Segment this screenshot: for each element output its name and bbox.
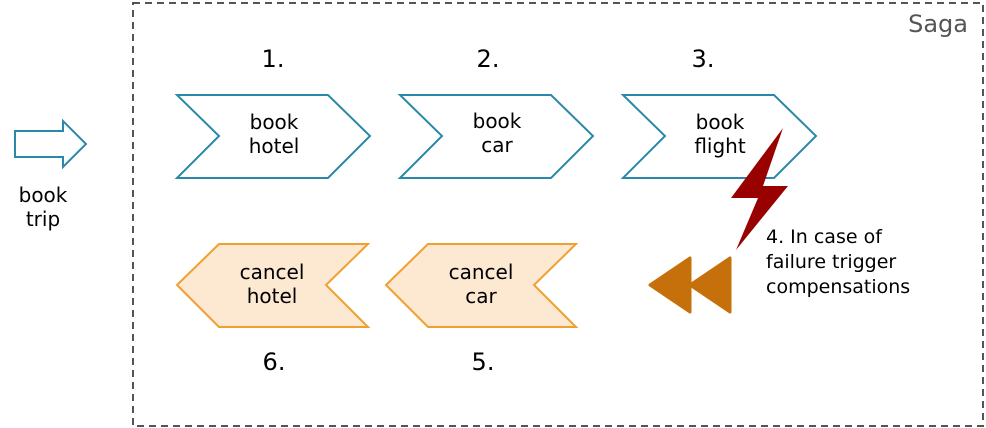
compensation-cancel-hotel	[175, 243, 371, 328]
step-label-line1: book	[249, 110, 299, 134]
compensation-label-line2: hotel	[246, 284, 298, 308]
step-number-3: 3.	[691, 45, 715, 73]
step-book-hotel	[174, 94, 372, 179]
compensation-label-cancel-hotel: cancel hotel	[227, 260, 317, 308]
failure-note: 4. In case of failure trigger compensati…	[766, 225, 910, 300]
step-number-2: 2.	[476, 45, 500, 73]
saga-title: Saga	[908, 10, 968, 38]
compensation-label-line1: cancel	[239, 260, 305, 284]
step-number-5: 5.	[471, 348, 495, 376]
rewind-icon	[648, 256, 732, 314]
entry-label-line2: trip	[25, 207, 61, 231]
step-label-book-car: book car	[457, 109, 537, 157]
compensation-label-cancel-car: cancel car	[436, 260, 526, 308]
entry-label: book trip	[13, 183, 73, 231]
step-label-line2: flight	[694, 134, 746, 158]
step-label-line1: book	[472, 109, 522, 133]
lightning-icon	[731, 128, 788, 250]
failure-note-line3: compensations	[766, 276, 911, 298]
step-number-1: 1.	[261, 45, 285, 73]
failure-note-line1: 4. In case of	[766, 226, 882, 248]
step-label-line2: hotel	[248, 134, 300, 158]
entry-label-line1: book	[18, 183, 68, 207]
arrow-right-icon	[14, 118, 88, 170]
step-number-6: 6.	[262, 348, 286, 376]
step-book-car	[397, 94, 595, 179]
compensation-label-line2: car	[465, 284, 497, 308]
failure-note-line2: failure trigger	[766, 251, 897, 273]
compensation-label-line1: cancel	[448, 260, 514, 284]
step-label-book-flight: book flight	[680, 110, 760, 158]
saga-container	[132, 2, 984, 427]
compensation-cancel-car	[384, 243, 579, 328]
step-label-book-hotel: book hotel	[234, 110, 314, 158]
step-label-line2: car	[481, 133, 513, 157]
step-label-line1: book	[695, 110, 745, 134]
